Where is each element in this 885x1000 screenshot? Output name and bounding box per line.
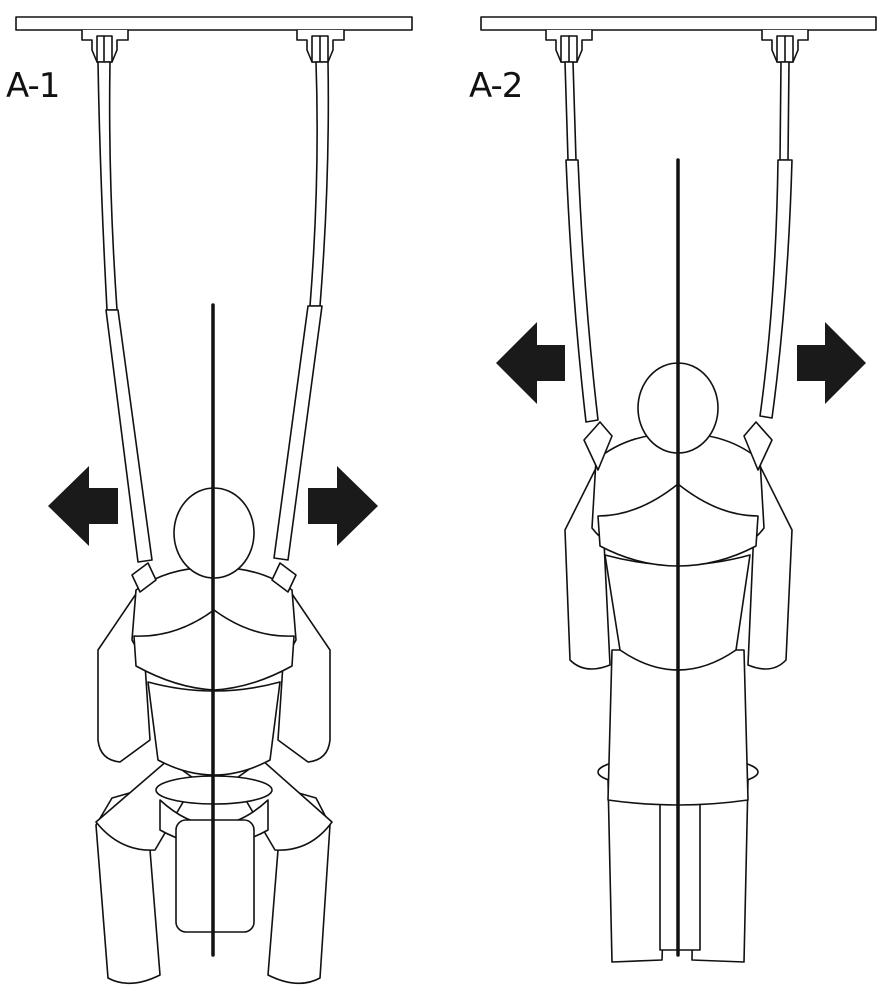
- ceiling-beam: [480, 16, 877, 31]
- strap-right-lower: [759, 159, 793, 419]
- figure-a1: [95, 487, 333, 985]
- arrow-right-a2: [797, 322, 866, 404]
- arrow-right-a1: [308, 466, 378, 546]
- strap-left-upper: [564, 61, 577, 161]
- ceiling-hook-right: [296, 29, 345, 63]
- arrow-left-a2: [496, 322, 565, 404]
- shoulder-clip-left: [583, 421, 613, 471]
- strap-left-upper: [97, 61, 118, 311]
- panel-a1-label: A-1: [6, 66, 60, 106]
- strap-right-upper: [309, 61, 330, 307]
- panel-a2-label: A-2: [469, 66, 523, 106]
- leg-left: [607, 779, 669, 963]
- strap-left-lower: [105, 309, 153, 563]
- strap-right-lower: [273, 305, 323, 561]
- ceiling-hook-left: [545, 29, 593, 63]
- shoulder-clip-right: [743, 421, 773, 471]
- panel-a2: [480, 16, 877, 963]
- shoulder-clip-left: [131, 562, 157, 593]
- seat-back: [175, 819, 255, 933]
- ceiling-hook-right: [761, 29, 809, 63]
- ceiling-beam: [15, 16, 413, 31]
- panel-a1: [15, 16, 413, 985]
- arrow-left-a1: [48, 466, 118, 546]
- ceiling-hook-left: [81, 29, 129, 63]
- strap-right-upper: [779, 61, 790, 161]
- shoulder-clip-right: [271, 562, 297, 593]
- strap-left-lower: [565, 159, 599, 423]
